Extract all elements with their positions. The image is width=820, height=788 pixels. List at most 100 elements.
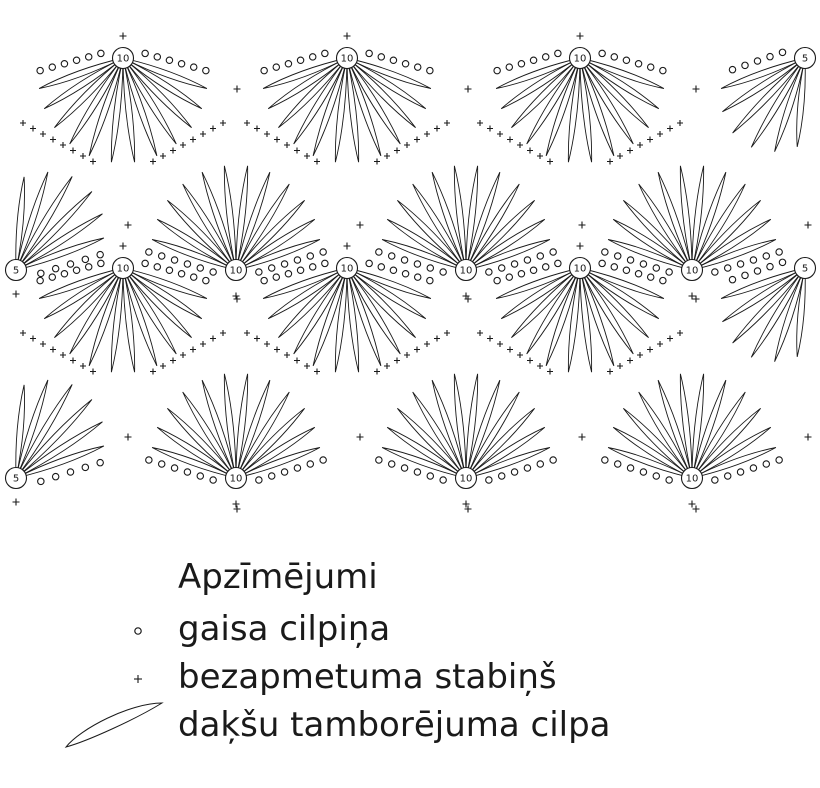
petal-loop-icon [612,218,693,271]
chain-circle-icon [365,259,373,268]
chain-circle-icon [426,66,434,75]
chain-circle-icon [728,65,737,74]
legend-label-chain: gaisa cilpiņa [178,609,391,649]
chain-circle-icon [626,256,635,264]
node-label: 10 [686,474,699,485]
petal-loop-icon [235,165,249,271]
chain-circle-icon [153,53,162,61]
petal-loop-icon [465,373,479,479]
node-label: 10 [117,264,130,275]
petal-loop-icon [465,183,520,271]
chain-circle-icon [96,458,104,467]
node-circle [680,258,704,282]
chain-circle-icon [741,61,749,70]
chain-circle-icon [626,464,635,472]
plus-icon [576,242,584,250]
chain-circle-icon [622,56,631,65]
chain-circle-icon [157,252,166,260]
petal-loop-icon [638,183,693,271]
petal-loop-icon [579,57,649,129]
plus-icon [264,131,270,137]
chain-circle-icon [426,264,435,272]
plus-icon [384,153,390,159]
petal-loop-icon [88,57,124,157]
plus-icon [134,675,142,683]
chain-circle-icon [375,248,383,256]
petal-loop-icon [579,267,615,367]
petal-loop-icon [122,267,158,367]
chain-circle-icon [639,260,648,268]
petal-loop-icon [235,199,305,271]
chain-circle-icon [48,63,57,71]
plus-icon [119,32,127,40]
petal-loop-icon [774,267,806,362]
petal-loop-icon [346,267,416,339]
chain-circle-icon [775,456,783,464]
petal-loop-icon [465,199,535,271]
plus-icon [50,136,56,143]
petal-loop-icon [201,171,237,271]
plus-icon [40,341,46,347]
plus-icon [434,335,440,342]
petal-loop-icon [722,267,806,323]
petal-loop-icon [122,267,192,339]
node-label: 10 [230,474,243,485]
chain-circle-icon [165,56,174,65]
petal-loop-icon [122,57,177,145]
node-label: 5 [802,264,808,275]
chain-circle-icon [541,53,550,61]
chain-circle-icon [711,268,719,276]
chain-circle-icon [413,273,422,281]
petal-loop-icon [545,267,581,367]
plus-icon [233,85,241,93]
node-circle [568,46,592,70]
plus-icon [527,357,533,364]
chain-circle-icon [549,456,557,464]
chain-circle-icon [177,59,186,68]
plus-icon [444,120,450,126]
chain-circle-icon [377,53,386,61]
plus-icon [70,147,76,154]
chain-circle-icon [284,59,293,68]
petal-loop-icon [386,218,467,271]
petal-loop-icon [511,267,581,339]
plus-icon [477,330,483,336]
chain-circle-icon [37,477,45,486]
plus-icon [190,136,196,143]
plus-icon [657,341,663,347]
plus-icon [464,505,472,513]
chain-circle-icon [153,263,162,271]
petal-loop-icon [151,447,237,479]
chain-circle-icon [665,268,673,276]
chain-circle-icon [308,263,317,271]
plus-icon [667,125,673,132]
plus-icon [150,368,156,375]
petal-loop-icon [122,57,208,89]
chain-circle-icon [766,262,774,271]
plus-icon [314,158,320,165]
plus-icon [487,125,493,132]
chain-circle-icon [529,56,538,65]
petal-loop-icon [679,373,693,479]
chain-circle-icon [48,273,57,281]
plus-icon [404,142,410,148]
plus-icon [464,295,472,303]
chain-circle-icon [141,259,149,268]
chain-circle-icon [413,63,422,71]
node-label: 10 [686,266,699,277]
petal-loop-icon [612,426,693,479]
chain-circle-icon [280,468,289,476]
plus-icon [80,153,86,159]
petal-loop-icon [750,267,806,358]
petal-loop-icon [15,171,49,271]
petal-loop-icon [720,57,806,89]
petal-loop-icon [579,57,634,145]
chain-circle-icon [145,456,153,464]
plus-icon [124,433,132,441]
petal-loop-icon [346,267,382,367]
node-circle [454,466,478,490]
chain-circle-icon [209,268,217,276]
chain-circle-icon [296,266,305,275]
chain-circle-icon [280,260,289,268]
chain-circle-icon [723,264,732,272]
